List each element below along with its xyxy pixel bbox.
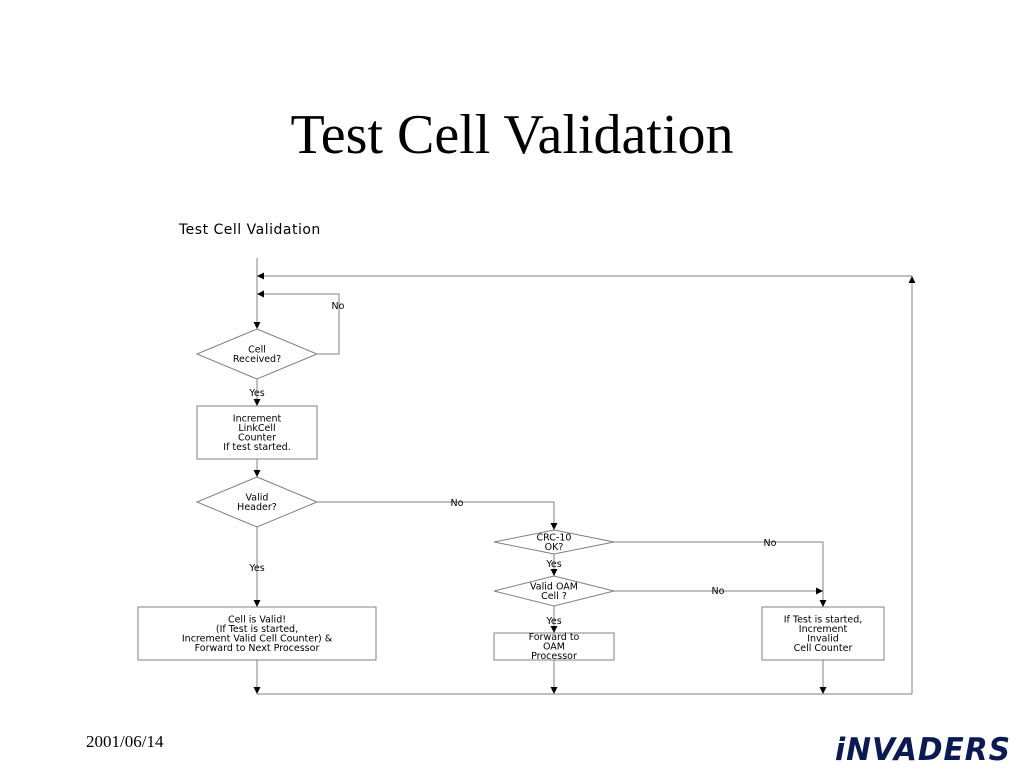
invalid-counter-box — [761, 606, 885, 661]
cell-received-label-line: Cell — [248, 344, 266, 355]
valid-header-label-line: Header? — [237, 502, 277, 513]
valid-oam-label-line: Valid OAM — [530, 581, 578, 592]
forward-oam-label-line: Forward to — [529, 632, 580, 643]
edge-label-valid-header-yes: Yes — [248, 563, 264, 574]
forward-oam-label-line: Processor — [531, 651, 577, 662]
valid-header-decision — [195, 476, 319, 528]
invalid-counter-label-line: If Test is started, — [784, 614, 863, 625]
forward-oam-label-line: OAM — [543, 642, 565, 653]
crc10-label-line: OK? — [545, 542, 564, 553]
edge-label-valid-header-no: No — [451, 498, 464, 509]
cell-valid-label-line: Forward to Next Processor — [195, 643, 320, 654]
cell-received-decision — [195, 328, 319, 380]
cell-valid-box — [137, 606, 377, 661]
cell-valid-label-line: Increment Valid Cell Counter) & — [182, 633, 333, 644]
edge-label-cell-received-yes: Yes — [248, 388, 264, 399]
increment-linkcell-label-line: Increment — [233, 413, 282, 424]
crc-no-arrow — [614, 541, 827, 607]
edge-label-crc10-no: No — [764, 538, 777, 549]
slide-title: Test Cell Validation — [290, 104, 734, 166]
cell-received-label-line: Received? — [233, 354, 281, 365]
increment-linkcell-label-line: If test started. — [223, 442, 290, 453]
no-loop-arrow — [257, 290, 340, 355]
edge-label-valid-oam-no: No — [712, 586, 725, 597]
edge-label-valid-oam-yes: Yes — [545, 616, 561, 627]
forward-oam-box — [493, 632, 615, 661]
cell-valid-label-line: Cell is Valid! — [228, 614, 286, 625]
cell-valid-label-line: (If Test is started, — [216, 624, 298, 635]
edge-label-cell-received-no: No — [332, 301, 345, 312]
valid-oam-decision — [493, 575, 615, 607]
increment-linkcell-box — [196, 405, 318, 460]
diagram-title: Test Cell Validation — [179, 222, 321, 238]
invalid-counter-label-line: Cell Counter — [794, 643, 853, 654]
invaders-logo: iNVADERS — [835, 732, 1011, 766]
footer-date: 2001/06/14 — [86, 732, 164, 751]
logo-text: iNVADERS — [835, 732, 1011, 766]
valid-oam-label-line: Cell ? — [541, 591, 567, 602]
increment-linkcell-label-line: Counter — [238, 432, 276, 443]
crc10-label-line: CRC-10 — [537, 532, 572, 543]
header-no-arrow — [317, 501, 558, 530]
increment-linkcell-label-line: LinkCell — [238, 423, 275, 434]
cell-valid-label: Cell is Valid!(If Test is started,Increm… — [182, 614, 333, 654]
valid-header-label-line: Valid — [246, 492, 269, 503]
invalid-counter-label-line: Increment — [799, 624, 848, 635]
crc10-decision — [493, 529, 615, 555]
edge-label-crc10-yes: Yes — [545, 559, 561, 570]
invalid-counter-label-line: Invalid — [807, 633, 839, 644]
